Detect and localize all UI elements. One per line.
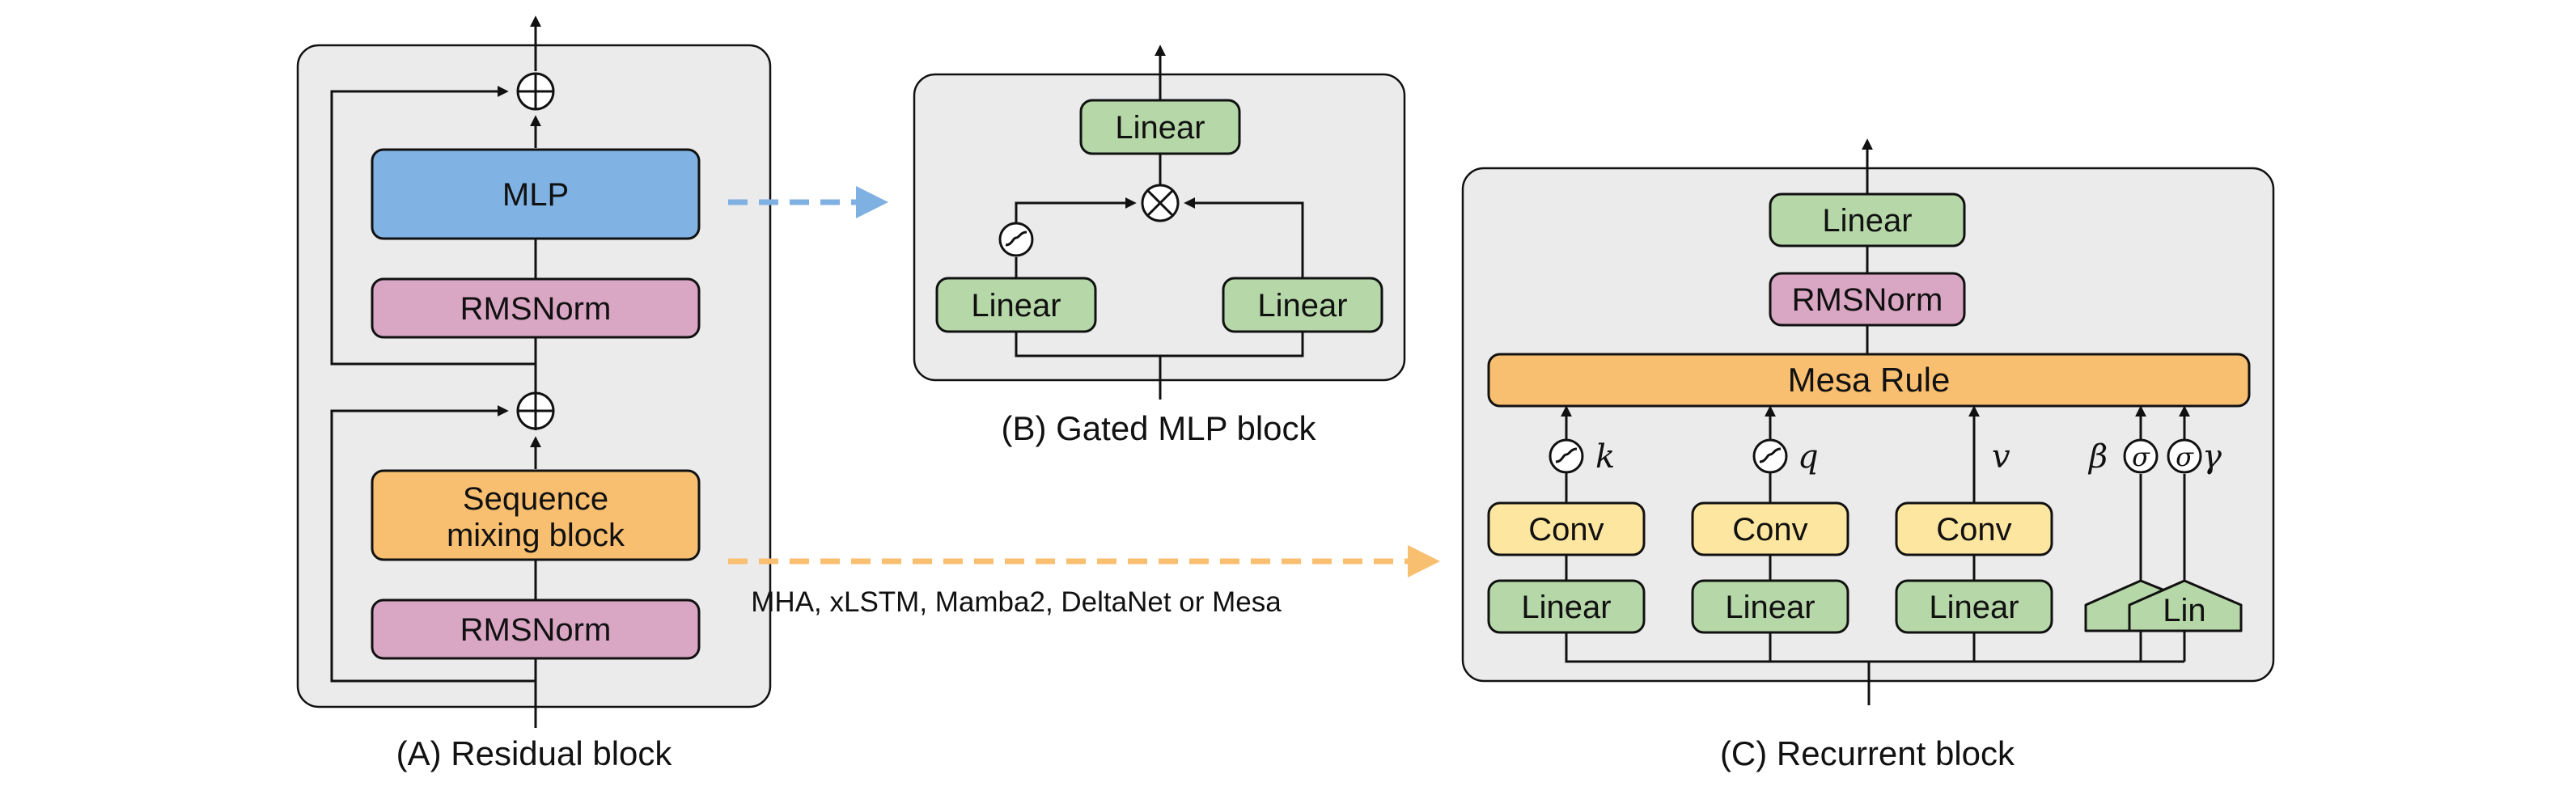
multiply-icon [1141, 184, 1180, 222]
activation-k-icon [1549, 438, 1584, 474]
sequence-mixing-label-line1: Sequence [463, 481, 608, 517]
conv-k-label: Conv [1528, 512, 1604, 548]
sigma-beta-icon: σ [2123, 438, 2159, 474]
k-symbol: k [1595, 438, 1615, 476]
mesa-rule-box [1487, 353, 2251, 408]
residual-add-top-icon [516, 72, 555, 111]
gated-linear-right-label: Linear [1257, 288, 1347, 324]
rmsnorm-bottom-label: RMSNorm [460, 612, 612, 648]
mlp-label: MLP [502, 177, 569, 213]
sequence-options-label: MHA, xLSTM, Mamba2, DeltaNet or Mesa [751, 586, 1282, 618]
lin-label: Lin [2163, 593, 2205, 628]
linear-k-label: Linear [1521, 590, 1611, 625]
right-linear-to-mult-arrow [1184, 197, 1304, 278]
sigma-gamma-symbol: σ [2176, 442, 2194, 472]
gated-linear-left-label: Linear [971, 288, 1061, 324]
residual-block: MLP RMSNorm Sequence mixing block RMSNor… [296, 15, 772, 772]
residual-skip-bottom [330, 405, 536, 683]
gated-linear-top-label: Linear [1115, 110, 1205, 146]
recurrent-block: Linear RMSNorm Mesa Rule k Conv Linear q… [1461, 138, 2275, 772]
conv-v-label: Conv [1936, 512, 2011, 548]
recurrent-input-bus [1565, 632, 2184, 663]
act-to-mult-arrow [1015, 197, 1137, 223]
q-symbol: q [1798, 438, 1819, 476]
linear-q-label: Linear [1725, 590, 1815, 625]
sigma-gamma-icon: σ [2167, 438, 2202, 474]
residual-caption: (A) Residual block [396, 734, 673, 772]
conv-q-label: Conv [1732, 512, 1807, 548]
beta-symbol: β [2087, 438, 2108, 476]
residual-skip-top [330, 86, 536, 366]
activation-q-icon [1752, 438, 1788, 474]
sigma-beta-symbol: σ [2132, 442, 2150, 472]
rmsnorm-top-label: RMSNorm [460, 291, 612, 327]
v-symbol: v [1992, 438, 2010, 476]
gamma-symbol: γ [2202, 438, 2222, 476]
mesa-rule-label: Mesa Rule [1788, 361, 1951, 399]
sequence-mixing-label-line2: mixing block [447, 518, 625, 553]
linear-v-label: Linear [1929, 590, 2019, 625]
recurrent-caption: (C) Recurrent block [1720, 734, 2015, 772]
residual-add-middle-icon [516, 391, 555, 430]
recurrent-rmsnorm-label: RMSNorm [1792, 282, 1943, 318]
recurrent-linear-top-label: Linear [1822, 203, 1912, 239]
lin-gamma-shape [2128, 579, 2243, 632]
activation-icon [998, 222, 1034, 257]
gated-mlp-block: Linear Linear Linear (B) Gated MLP block [913, 44, 1406, 447]
gated-caption: (B) Gated MLP block [1001, 409, 1316, 447]
